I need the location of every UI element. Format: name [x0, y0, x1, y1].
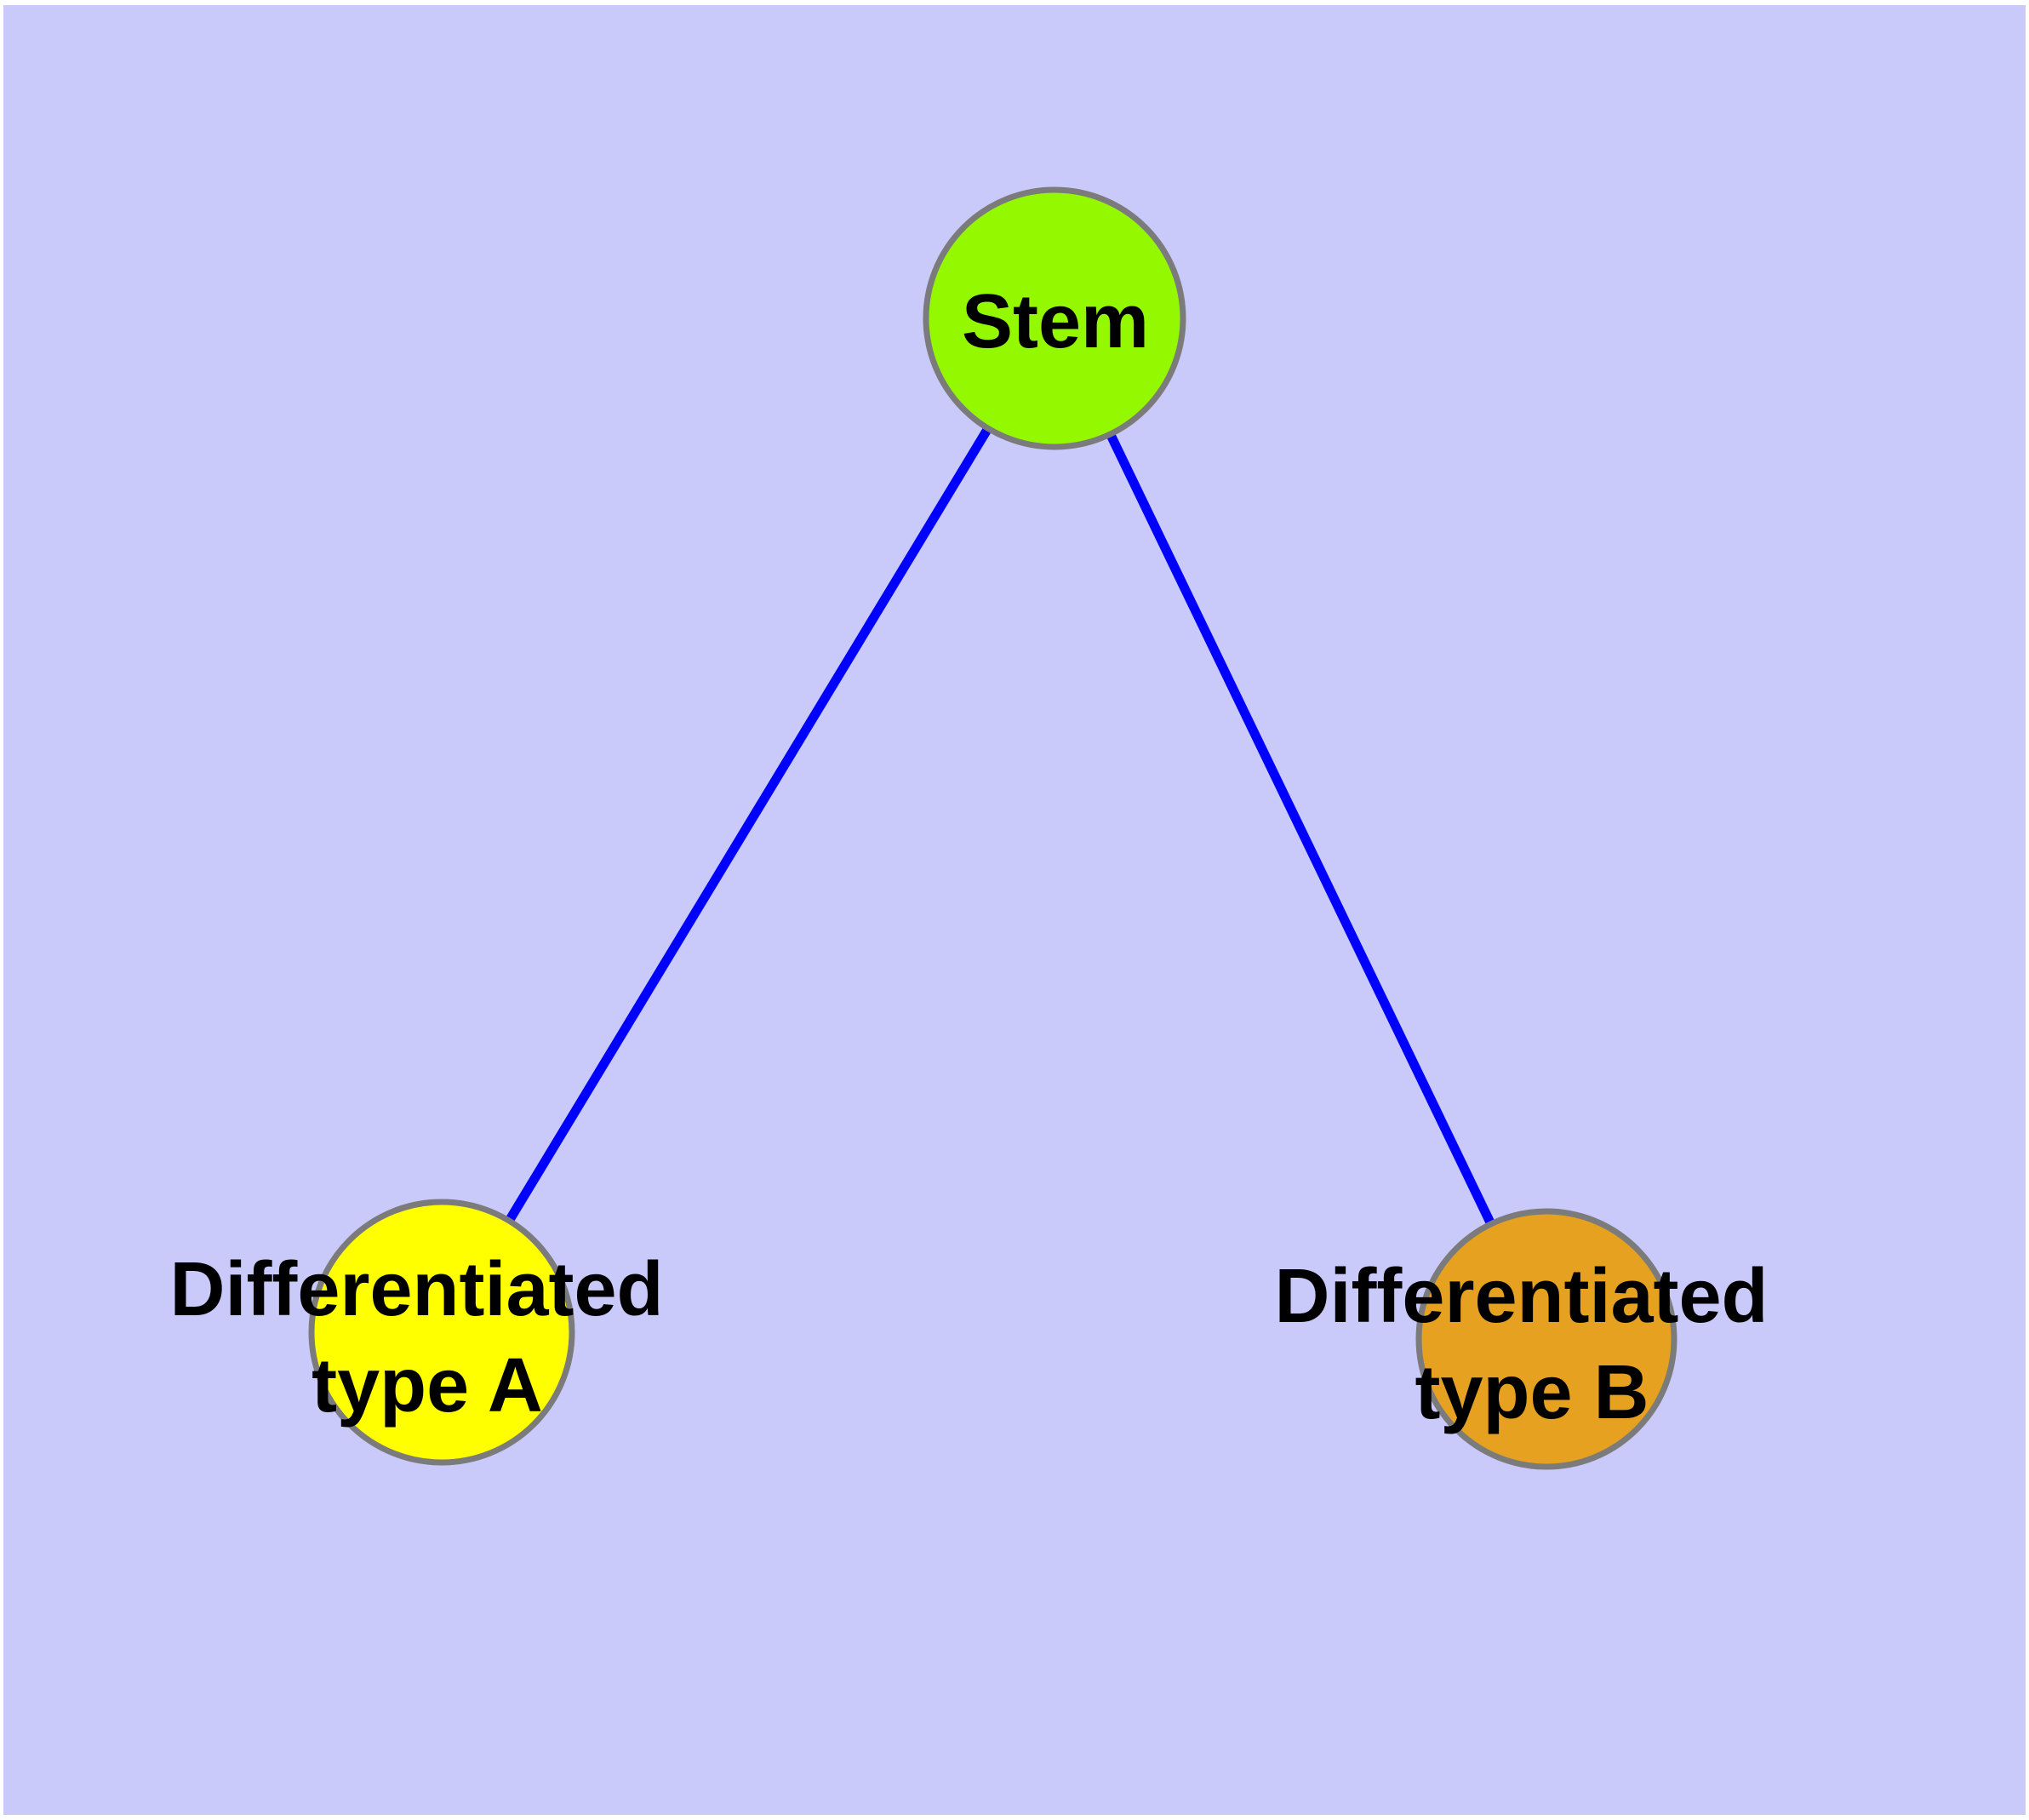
node-stem-circle	[923, 186, 1186, 450]
node-type-a-circle	[308, 1199, 575, 1466]
edge-stem-to-type-b	[1050, 316, 1551, 1342]
node-label-stem: Stem	[962, 279, 1149, 364]
node-label-type-b-line2: type B	[1415, 1350, 1649, 1435]
node-label-type-a: Differentiated type A	[169, 1247, 684, 1428]
node-label-type-a-line1: Differentiated	[169, 1247, 663, 1332]
node-label-type-b-line1: Differentiated	[1274, 1254, 1768, 1339]
node-type-b-circle	[1415, 1208, 1677, 1470]
edge-stem-to-type-a	[437, 316, 1059, 1335]
node-label-type-a-line2: type A	[311, 1343, 543, 1428]
node-label-type-b: Differentiated type B	[1274, 1254, 1789, 1435]
